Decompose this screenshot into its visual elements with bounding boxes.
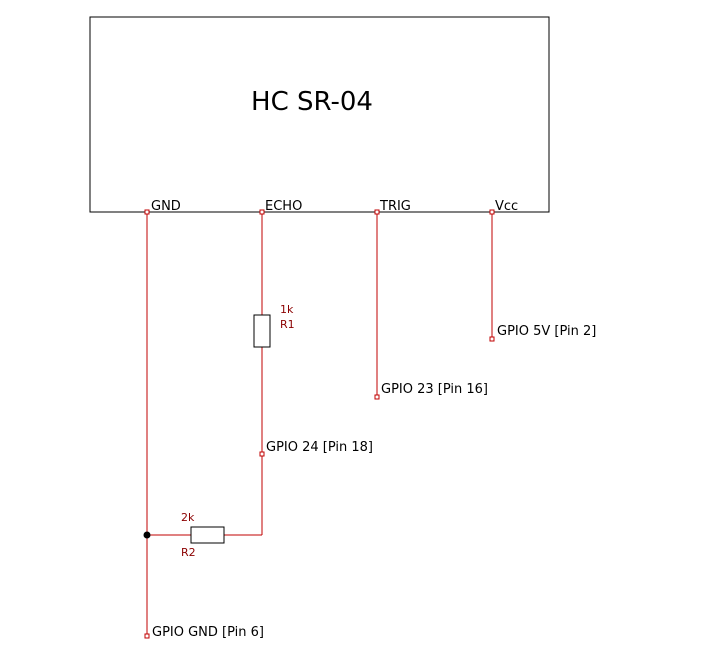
r1-ref-label: R1 (280, 318, 295, 331)
r1-value-label: 1k (280, 303, 294, 316)
pin-label-echo: ECHO (265, 199, 302, 214)
net-label-vcc: GPIO 5V [Pin 2] (497, 324, 596, 339)
net-label-echo: GPIO 24 [Pin 18] (266, 440, 373, 455)
r2-ref-label: R2 (181, 546, 196, 559)
pin-end-vcc (489, 209, 495, 215)
pin-label-gnd: GND (151, 199, 181, 214)
pin-end-trig (374, 209, 380, 215)
resistor-r2 (190, 526, 225, 544)
resistor-r1 (253, 314, 271, 348)
module-outline (89, 16, 550, 213)
r2-value-label: 2k (181, 511, 195, 524)
pin-end-echo (259, 209, 265, 215)
net-label-gnd: GPIO GND [Pin 6] (152, 625, 264, 640)
module-title: HC SR-04 (251, 87, 373, 117)
net-end-trig (374, 394, 380, 400)
net-label-trig: GPIO 23 [Pin 16] (381, 382, 488, 397)
junction-dot (143, 531, 151, 539)
pin-end-gnd (144, 209, 150, 215)
net-end-echo (259, 451, 265, 457)
net-end-vcc (489, 336, 495, 342)
pin-label-trig: TRIG (379, 199, 411, 214)
net-end-gnd (144, 633, 150, 639)
pin-label-vcc: Vcc (495, 199, 518, 214)
